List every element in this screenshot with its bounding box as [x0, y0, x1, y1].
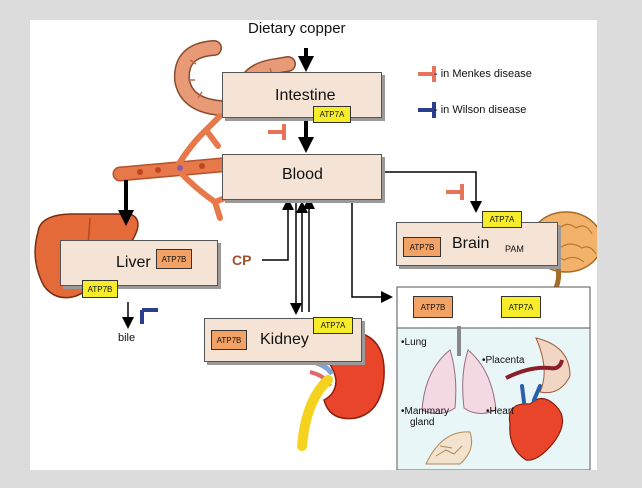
brain-atp7b-tag: ATP7B [403, 237, 441, 257]
wilson-block-legend [418, 102, 436, 118]
placenta-illustration [505, 337, 571, 394]
kidney-label: Kidney [260, 331, 309, 348]
diagram-title: Dietary copper [248, 20, 346, 37]
mammary-label-line2: gland [410, 417, 435, 428]
liver-atp7b-tag: ATP7B [156, 249, 192, 269]
kidney-atp7b-tag: ATP7B [211, 330, 247, 350]
arrow-blood-to-tissues [351, 200, 393, 303]
arrow-blood-to-brain [382, 171, 482, 213]
arrow-cp-to-blood [262, 198, 294, 261]
menkes-block-legend [418, 66, 436, 82]
heart-illustration [508, 384, 564, 461]
intestine-atp7a-tag: ATP7A [313, 106, 351, 123]
intestine-label: Intestine [275, 87, 336, 104]
cp-label: CP [232, 252, 252, 268]
legend-wilson-label: - in Wilson disease [434, 104, 527, 116]
panel-atp7a-tag: ATP7A [501, 296, 541, 318]
mammary-label-line1: •Mammary [401, 406, 449, 417]
lungs-illustration [421, 326, 497, 414]
legend-menkes-label: - in Menkes disease [434, 68, 532, 80]
mammary-gland-illustration [425, 431, 473, 465]
menkes-block-brain [446, 184, 464, 200]
placenta-label: •Placenta [482, 355, 525, 366]
pam-label: PAM [505, 244, 524, 254]
wilson-block-bile [140, 308, 158, 324]
lung-label: •Lung [401, 337, 427, 348]
liver-atp7b-yellow-tag: ATP7B [82, 280, 118, 298]
brain-atp7a-tag: ATP7A [482, 211, 522, 228]
blood-label: Blood [282, 166, 323, 183]
diagram-canvas: Dietary copper Intestine ATP7A Blood Liv… [30, 20, 597, 470]
heart-label: •Heart [486, 406, 514, 417]
panel-atp7b-tag: ATP7B [413, 296, 453, 318]
brain-label: Brain [452, 235, 490, 252]
liver-label: Liver [116, 254, 151, 271]
bile-label: bile [118, 332, 136, 344]
blood-box [222, 154, 382, 200]
intestine-box [222, 72, 382, 118]
kidney-atp7a-tag: ATP7A [313, 317, 353, 334]
menkes-block-intestine [268, 124, 286, 140]
